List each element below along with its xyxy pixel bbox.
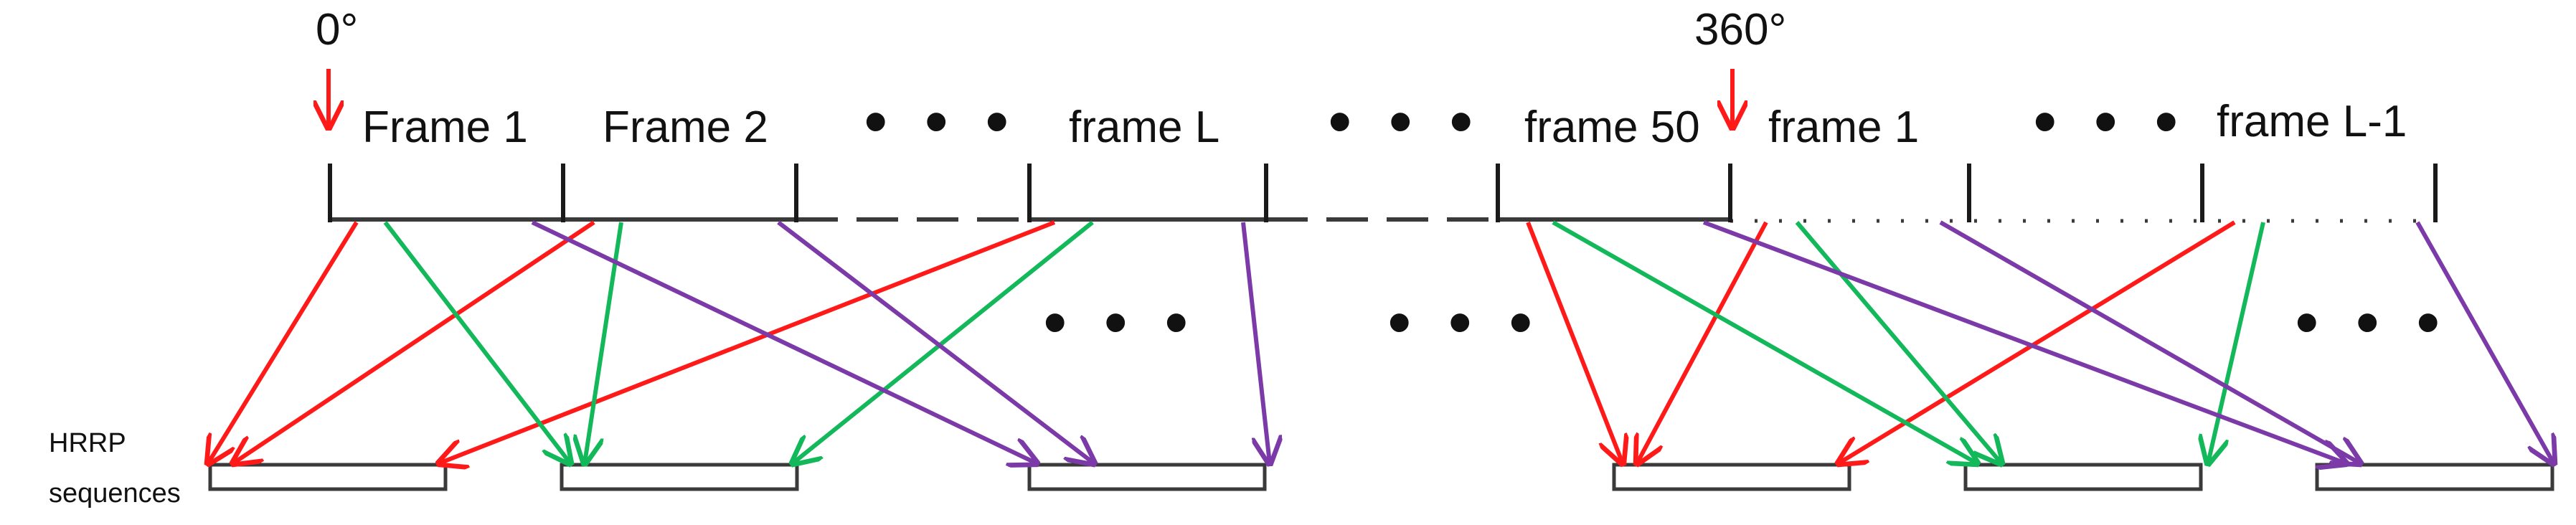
hrrp-box-5 xyxy=(1963,463,2203,491)
angle-start-label: 0° xyxy=(316,5,358,55)
ellipsis-mid-2: • • • xyxy=(1388,287,1542,359)
hrrp-box-6 xyxy=(2315,463,2554,491)
ellipsis-mid-1: • • • xyxy=(1044,287,1198,359)
hrrp-label-line-1: HRRP xyxy=(49,428,126,458)
frame-label-frame-50: frame 50 xyxy=(1524,103,1700,152)
red-arrows xyxy=(208,220,2236,463)
frame-label-frame-L: frame L xyxy=(1069,103,1219,152)
ellipsis-top-1: • • • xyxy=(864,86,1019,158)
frame-label-frame-1-repeat: frame 1 xyxy=(1768,103,1919,152)
frame-timeline xyxy=(328,164,2438,223)
hrrp-sequence-boxes xyxy=(208,463,2554,491)
ellipsis-mid-3: • • • xyxy=(2296,287,2450,359)
ellipsis-top-3: • • • xyxy=(2034,86,2188,158)
hrrp-box-4 xyxy=(1612,463,1851,491)
ellipsis-top-2: • • • xyxy=(1329,86,1483,158)
frame-label-frame-1: Frame 1 xyxy=(362,103,528,152)
hrrp-box-2 xyxy=(560,463,799,491)
hrrp-box-1 xyxy=(208,463,448,491)
green-arrows xyxy=(383,220,2265,463)
purple-arrows xyxy=(531,220,2554,463)
hrrp-label-line-2: sequences xyxy=(49,478,181,509)
angle-end-label: 360° xyxy=(1694,5,1786,55)
frame-label-frame-2: Frame 2 xyxy=(603,103,768,152)
hrrp-box-3 xyxy=(1027,463,1267,491)
frame-label-frame-L-1: frame L-1 xyxy=(2217,97,2407,146)
